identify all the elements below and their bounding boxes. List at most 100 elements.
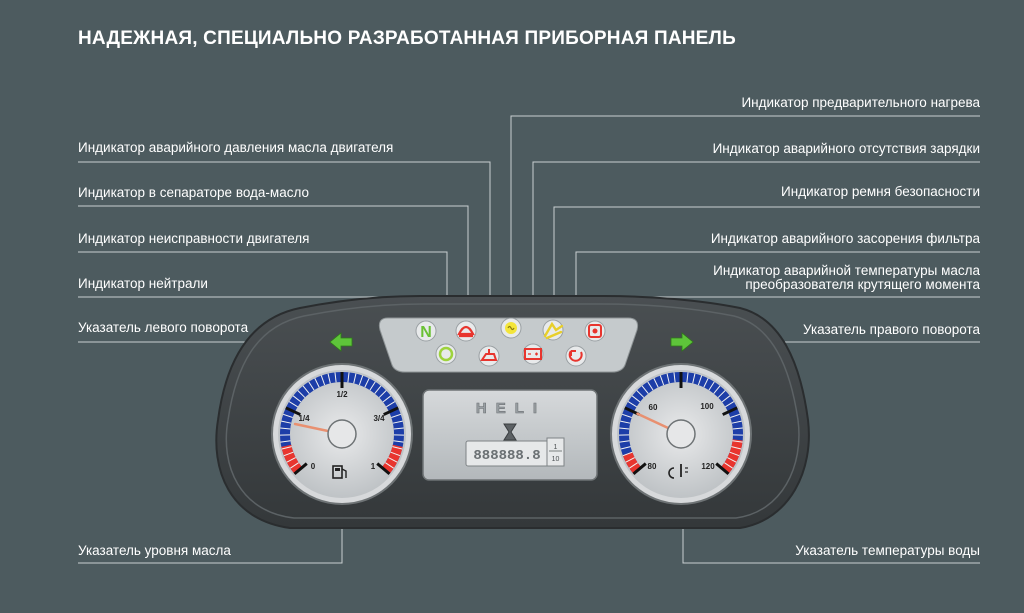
label-neutral: Индикатор нейтрали: [78, 276, 208, 291]
temp-tick-mark: [629, 462, 638, 469]
leader-preheat: [510, 115, 980, 318]
temp-tick-80: 80: [648, 462, 657, 471]
temp-tick-mark: [722, 406, 738, 416]
temp-tick-mark: [725, 401, 735, 408]
fuel-gauge: 0 1/4 1/2 3/4 1: [271, 363, 413, 505]
dashboard-panel-inner-rim: [225, 303, 800, 519]
fuel-tick-3-4: 3/4: [373, 414, 385, 423]
fuel-tick-mark: [382, 395, 392, 403]
fuel-tick-mark: [383, 406, 399, 416]
label-converter-oil-temp-1: Индикатор аварийной температуры масла: [713, 263, 980, 278]
temp-tick-mark: [647, 381, 654, 391]
fuel-tick-0: 0: [311, 462, 316, 471]
temp-tick-mark: [625, 457, 635, 463]
temp-tick-mark: [732, 427, 743, 430]
fuel-tick-mark: [369, 381, 376, 391]
fuel-tick-mark: [391, 413, 401, 418]
preheat-icon: [507, 325, 515, 331]
temp-tick-60: 60: [649, 403, 658, 412]
left-turn-arrow-icon: [329, 332, 353, 352]
temp-tick-mark: [697, 375, 703, 386]
temp-tick-mark: [622, 451, 633, 457]
label-seat-belt: Индикатор ремня безопасности: [781, 184, 980, 199]
temp-tick-mark: [731, 446, 742, 450]
temp-tick-mark: [619, 440, 630, 443]
temp-tick-mark: [729, 451, 740, 457]
fuel-tick-mark: [314, 378, 320, 388]
indicator-seat-belt: [542, 319, 564, 341]
fuel-tick-mark: [286, 457, 296, 463]
temp-tick-mark: [659, 375, 665, 386]
engine-fault-icon: [438, 346, 454, 362]
label-no-charge: Индикатор аварийного отсутствия зарядки: [712, 141, 980, 156]
temp-tick-mark: [620, 446, 631, 450]
temp-tick-mark: [724, 462, 733, 469]
indicator-water-oil-separator: [455, 320, 477, 342]
fuel-tick-mark: [390, 451, 401, 457]
temp-tick-mark: [703, 378, 709, 388]
battery-icon: [524, 348, 542, 360]
leader-seat-belt: [553, 206, 980, 318]
fuel-tick-mark: [280, 440, 291, 443]
fuel-tick-mark: [320, 375, 326, 386]
fuel-tick-mark: [293, 462, 308, 476]
temp-tick-mark: [666, 373, 670, 384]
brand-logo: HELI: [476, 400, 546, 417]
temp-tick-mark: [708, 381, 715, 391]
fuel-tick-mark: [283, 413, 293, 418]
fuel-tick-mark: [302, 385, 310, 394]
temp-tick-mark: [686, 372, 689, 383]
fuel-tick-mark: [392, 420, 403, 424]
temp-tick-mark: [641, 385, 649, 394]
fuel-tick-mark: [376, 462, 391, 476]
fuel-tick-mark: [308, 381, 315, 391]
fuel-tick-mark: [386, 401, 396, 408]
fuel-pump-icon: [332, 465, 347, 479]
filter-icon: [568, 350, 583, 362]
temp-tick-mark: [673, 372, 676, 383]
indicator-no-charge: [522, 343, 544, 365]
temp-tick-100: 100: [700, 402, 714, 411]
temp-tick-mark: [692, 373, 696, 384]
temp-tick-mark: [653, 378, 659, 388]
temp-tick-mark: [730, 413, 740, 418]
label-filter-clog: Индикатор аварийного засорения фильтра: [710, 231, 980, 246]
temp-tick-mark: [731, 420, 742, 424]
label-oil-level: Указатель уровня масла: [78, 543, 231, 558]
fuel-tick-1-4: 1/4: [298, 414, 310, 423]
temp-tick-mark: [632, 462, 647, 476]
fuel-tick-mark: [353, 373, 357, 384]
label-water-temp: Указатель температуры воды: [795, 543, 980, 558]
fuel-gauge-hub: [327, 419, 357, 449]
indicator-neutral: N: [415, 320, 437, 342]
converter-temp-icon: [588, 324, 602, 338]
fuel-tick-mark: [285, 406, 301, 416]
fuel-tick-mark: [297, 390, 306, 398]
fuel-tick-mark: [385, 462, 394, 469]
indicator-preheat: [500, 317, 522, 339]
temp-tick-mark: [715, 462, 730, 476]
fuel-tick-mark: [327, 373, 331, 384]
fuel-tick-mark: [388, 457, 398, 463]
fuel-tick-mark: [290, 462, 299, 469]
fuel-tick-mark: [393, 440, 404, 443]
fuel-tick-mark: [292, 395, 302, 403]
indicator-engine-fault: [435, 343, 457, 365]
oil-pressure-icon: [480, 349, 498, 361]
fuel-tick-mark: [392, 446, 403, 450]
temp-gauge-ticks: [619, 372, 743, 476]
fuel-tick-mark: [374, 385, 382, 394]
temp-tick-mark: [636, 390, 645, 398]
fuel-tick-1-2: 1/2: [336, 390, 348, 399]
neutral-letter: N: [420, 324, 432, 341]
fuel-tick-mark: [378, 390, 387, 398]
temp-gauge: 60 80 100 120: [610, 363, 752, 505]
indicator-filter-clog: [565, 345, 587, 367]
right-turn-arrow-icon: [670, 332, 694, 352]
fraction-top: 1: [554, 444, 558, 451]
leader-oil-pressure: [78, 161, 491, 318]
leader-no-charge: [532, 161, 980, 318]
fuel-tick-mark: [280, 427, 291, 430]
page-title: НАДЕЖНАЯ, СПЕЦИАЛЬНО РАЗРАБОТАННАЯ ПРИБО…: [78, 28, 736, 49]
